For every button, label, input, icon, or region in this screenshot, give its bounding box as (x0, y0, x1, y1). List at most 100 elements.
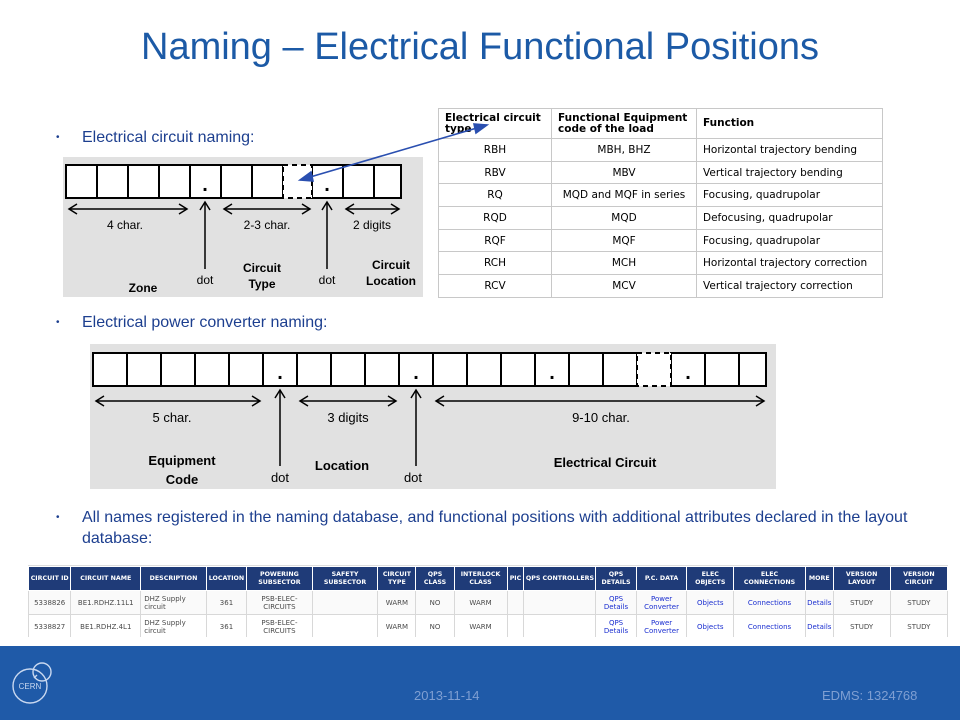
column-header[interactable]: INTERLOCK CLASS (453, 566, 508, 591)
function-table-header-row: Electrical circuit type Functional Equip… (438, 108, 883, 139)
label-circuit-location-1: Circuit (372, 258, 410, 272)
column-header[interactable]: CIRCUIT TYPE (377, 566, 417, 591)
label-circuit-location-2: Location (366, 274, 416, 288)
table-cell: RBH (438, 138, 552, 162)
column-header[interactable]: LOCATION (205, 566, 248, 591)
column-header[interactable]: POWERING SUBSECTOR (246, 566, 313, 591)
table-row: RQ MQD and MQF in series Focusing, quadr… (438, 183, 883, 208)
circuit-naming-diagram: . . 4 char. 2-3 char. 2 digits dot dot Z… (63, 157, 423, 297)
table-row: RBV MBV Vertical trajectory bending (438, 160, 883, 185)
column-header[interactable]: QPS CLASS (415, 566, 455, 591)
table-cell: Horizontal trajectory correction (696, 251, 883, 276)
column-header[interactable]: MORE (805, 566, 834, 591)
table-cell: DHZ Supply circuit (140, 590, 207, 615)
footer-edms: EDMS: 1324768 (822, 688, 918, 703)
label-circuit-type-2: Type (248, 277, 275, 291)
column-header[interactable]: QPS DETAILS (595, 566, 637, 591)
table-cell (523, 614, 597, 637)
table-cell: Focusing, quadrupolar (696, 228, 883, 253)
column-header[interactable]: ELEC CONNECTIONS (733, 566, 807, 591)
table-cell: NO (415, 590, 455, 615)
table-cell: BE1.RDHZ.11L1 (70, 590, 142, 615)
table-cell (506, 590, 525, 615)
separator-dot-4: . (685, 362, 691, 384)
column-header[interactable]: QPS CONTROLLERS (523, 566, 597, 591)
table-cell: MQD (551, 206, 697, 230)
circuit-naming-svg: . . 4 char. 2-3 char. 2 digits dot dot Z… (65, 164, 416, 295)
label-dot-2: dot (319, 273, 336, 287)
label-5char: 5 char. (152, 410, 191, 425)
label-2digits: 2 digits (353, 218, 391, 232)
table-cell: MQD and MQF in series (551, 183, 697, 208)
table-cell: Focusing, quadrupolar (696, 183, 883, 208)
column-header[interactable]: SAFETY SUBSECTOR (311, 566, 379, 591)
power-converter-link[interactable]: Power Converter (635, 614, 688, 637)
converter-naming-svg: . . . . 5 char. 3 digits 9-10 char. Equi… (92, 352, 767, 487)
label-electrical-circuit: Electrical Circuit (554, 455, 657, 470)
table-cell: STUDY (832, 590, 891, 615)
table-cell: Vertical trajectory bending (696, 160, 883, 185)
table-row: RCH MCH Horizontal trajectory correction (438, 251, 883, 276)
table-cell: WARM (453, 614, 508, 637)
table-cell: STUDY (889, 614, 948, 637)
column-header[interactable]: VERSION CIRCUIT (889, 566, 948, 591)
table-cell: WARM (453, 590, 508, 615)
power-converter-link[interactable]: Power Converter (635, 590, 688, 615)
separator-dot-2: . (324, 174, 330, 196)
column-header[interactable]: P.C. DATA (635, 566, 688, 591)
footer-date: 2013-11-14 (414, 688, 480, 703)
table-cell: PSB-ELEC-CIRCUITS (246, 614, 313, 637)
table-cell (523, 590, 597, 615)
connections-link[interactable]: Connections (733, 590, 807, 615)
converter-naming-diagram: . . . . 5 char. 3 digits 9-10 char. Equi… (90, 344, 776, 489)
separator-dot-1: . (202, 174, 208, 196)
objects-link[interactable]: Objects (686, 614, 735, 637)
details-link[interactable]: Details (805, 590, 834, 615)
label-dot-1: dot (271, 470, 289, 485)
objects-link[interactable]: Objects (686, 590, 735, 615)
qps-details-link[interactable]: QPS Details (595, 590, 637, 615)
separator-dot-2: . (413, 362, 419, 384)
table-cell: Defocusing, quadrupolar (696, 206, 883, 230)
table-cell: STUDY (889, 590, 948, 615)
page-title: Naming – Electrical Functional Positions (141, 26, 819, 68)
table-cell: STUDY (832, 614, 891, 637)
layout-table-header-row: CIRCUIT ID CIRCUIT NAME DESCRIPTION LOCA… (28, 566, 948, 591)
table-cell: RQF (438, 228, 552, 253)
cern-logo: CERN (12, 662, 52, 704)
table-cell: RBV (438, 160, 552, 185)
table-cell: 361 (205, 590, 248, 615)
footer-bar (0, 646, 960, 720)
column-header[interactable]: VERSION LAYOUT (832, 566, 891, 591)
table-row: RQF MQF Focusing, quadrupolar (438, 228, 883, 253)
column-header[interactable]: PIC (506, 566, 525, 591)
table-row: RBH MBH, BHZ Horizontal trajectory bendi… (438, 138, 883, 162)
table-cell (311, 590, 379, 615)
function-table-header: Functional Equipment code of the load (551, 108, 697, 139)
cern-logo-text: CERN (19, 682, 42, 691)
table-cell: RQ (438, 183, 552, 208)
connections-link[interactable]: Connections (733, 614, 807, 637)
table-cell: 5338826 (28, 590, 72, 615)
table-cell: MBH, BHZ (551, 138, 697, 162)
label-910char: 9-10 char. (572, 410, 630, 425)
table-cell: WARM (377, 590, 417, 615)
table-cell: MCH (551, 251, 697, 276)
table-row: 5338827 BE1.RDHZ.4L1 DHZ Supply circuit … (28, 614, 948, 637)
column-header[interactable]: DESCRIPTION (140, 566, 207, 591)
table-cell (506, 614, 525, 637)
details-link[interactable]: Details (805, 614, 834, 637)
table-cell: Horizontal trajectory bending (696, 138, 883, 162)
qps-details-link[interactable]: QPS Details (595, 614, 637, 637)
label-4char: 4 char. (107, 218, 143, 232)
label-equipment-2: Code (166, 472, 199, 487)
function-table-header: Function (696, 108, 883, 139)
function-table: Electrical circuit type Functional Equip… (438, 108, 883, 298)
column-header[interactable]: CIRCUIT NAME (70, 566, 142, 591)
column-header[interactable]: ELEC OBJECTS (686, 566, 735, 591)
column-header[interactable]: CIRCUIT ID (28, 566, 72, 591)
table-cell: MCV (551, 274, 697, 298)
separator-dot-1: . (277, 362, 283, 384)
table-cell: Vertical trajectory correction (696, 274, 883, 298)
bullet-circuit-naming: Electrical circuit naming: (56, 127, 254, 148)
